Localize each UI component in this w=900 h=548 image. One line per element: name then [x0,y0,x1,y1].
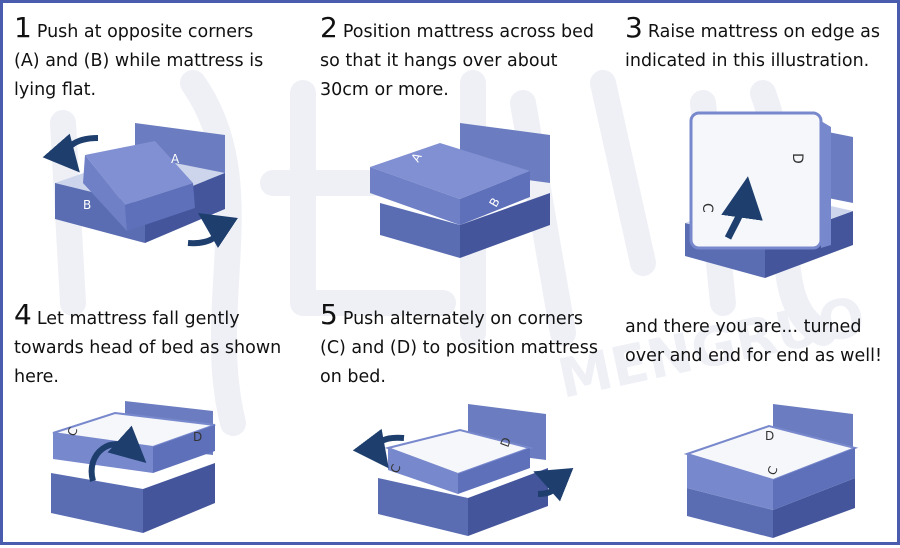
step-3-caption: Raise mattress on edge as indicated in t… [625,22,881,71]
bed-base-front [687,488,773,538]
corner-label-d: D [193,430,202,444]
corner-label-d: D [765,429,774,443]
flip-arrow-icon [88,425,147,482]
mattress [683,424,859,510]
corner-label-d: D [498,436,514,449]
final-step-caption: and there you are... turned over and end… [625,317,882,366]
bed-base-front [378,478,468,536]
bed-base-side [468,468,548,536]
step-5-caption: Push alternately on corners (C) and (D) … [320,309,598,387]
bed-base-front [51,473,143,533]
mattress [384,428,534,494]
bed-base-side [460,193,550,258]
step-5-illustration: C D [352,404,574,536]
mattress [83,141,195,231]
final-step-text: and there you are... turned over and end… [625,313,900,371]
bed-base-side [773,478,855,538]
step-2-number: 2 [320,11,338,44]
step-3-illustration: C D [685,111,853,278]
step-4-illustration: C D [51,401,216,533]
step-3-number: 3 [625,11,643,44]
rotate-arrow-right-icon [533,467,574,502]
mattress [370,143,530,225]
step-5-number: 5 [320,298,338,331]
step-4-number: 4 [14,298,32,331]
bed-base-front [55,183,145,243]
rotate-arrow-left-icon [352,428,405,469]
corner-label-d: D [789,153,805,164]
step-4-caption: Let mattress fall gently towards head of… [14,309,282,387]
step-2-illustration: A B [370,123,550,258]
corner-label-c: C [699,203,715,213]
rotate-arrow-left-icon [42,133,99,173]
mattress [52,411,216,473]
bed-base-front [380,203,460,258]
step-1-illustration: A B [42,123,238,248]
mattress [689,111,831,250]
rotate-arrow-right-icon [187,212,238,248]
step-1-number: 1 [14,11,32,44]
step-2-caption: Position mattress across bed so that it … [320,22,595,100]
final-illustration: D C [683,404,859,538]
bed-base-side [143,463,215,533]
lift-arrow-icon [721,176,763,240]
corner-label-a: A [171,152,180,166]
corner-label-b: B [83,198,91,212]
step-1-caption: Push at opposite corners (A) and (B) whi… [14,22,264,100]
